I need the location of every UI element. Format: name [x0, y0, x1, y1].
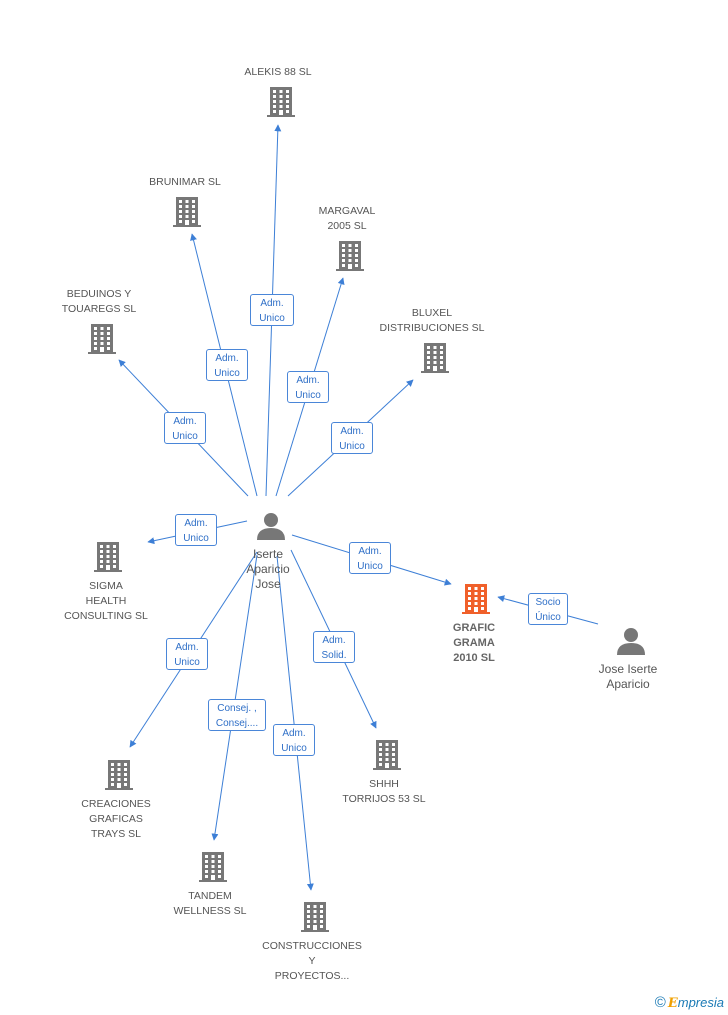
company-label-construcciones[interactable]: CONSTRUCCIONES Y PROYECTOS... [262, 940, 362, 982]
building-icon-margaval[interactable] [336, 241, 364, 271]
edge-tandem [211, 554, 258, 841]
edge-label-grafic[interactable]: Adm. Unico [349, 542, 391, 574]
edge-construcciones [276, 555, 314, 891]
building-icon-grafic[interactable] [462, 584, 490, 614]
building-icon-sigma[interactable] [94, 542, 122, 572]
building-icon-alekis[interactable] [267, 87, 295, 117]
edge-label-alekis[interactable]: Adm. Unico [250, 294, 294, 326]
building-icon-brunimar[interactable] [173, 197, 201, 227]
edge-label-grafic[interactable]: Socio Único [528, 593, 568, 625]
company-label-alekis[interactable]: ALEKIS 88 SL [244, 66, 312, 78]
edge-label-tandem[interactable]: Consej. , Consej.... [208, 699, 266, 731]
footer-brand[interactable]: ©Empresia [655, 994, 724, 1011]
person-icon-other[interactable] [617, 628, 645, 655]
edge-label-creaciones[interactable]: Adm. Unico [166, 638, 208, 670]
edge-label-shhh[interactable]: Adm. Solid. [313, 631, 355, 663]
building-icon-tandem[interactable] [199, 852, 227, 882]
copyright-symbol: © [654, 994, 666, 1011]
building-icon-creaciones[interactable] [105, 760, 133, 790]
company-label-sigma[interactable]: SIGMA HEALTH CONSULTING SL [64, 580, 148, 622]
company-label-beduinos[interactable]: BEDUINOS Y TOUAREGS SL [61, 288, 137, 315]
building-icon-construcciones[interactable] [301, 902, 329, 932]
company-label-shhh[interactable]: SHHH TORRIJOS 53 SL [342, 778, 426, 805]
building-icon-beduinos[interactable] [88, 324, 116, 354]
edge-label-brunimar[interactable]: Adm. Unico [206, 349, 248, 381]
edge-label-bluxel[interactable]: Adm. Unico [331, 422, 373, 454]
edge-label-construcciones[interactable]: Adm. Unico [273, 724, 315, 756]
company-label-creaciones[interactable]: CREACIONES GRAFICAS TRAYS SL [81, 798, 151, 840]
company-label-margaval[interactable]: MARGAVAL 2005 SL [318, 205, 376, 232]
building-icon-bluxel[interactable] [421, 343, 449, 373]
edge-label-sigma[interactable]: Adm. Unico [175, 514, 217, 546]
edge-label-margaval[interactable]: Adm. Unico [287, 371, 329, 403]
edge-label-beduinos[interactable]: Adm. Unico [164, 412, 206, 444]
company-label-tandem[interactable]: TANDEM WELLNESS SL [173, 890, 247, 917]
building-icon-shhh[interactable] [373, 740, 401, 770]
brand-logo-initial: E [667, 996, 678, 1011]
company-label-grafic[interactable]: GRAFIC GRAMA 2010 SL [452, 622, 496, 664]
person-label-center[interactable]: Iserte Aparicio Jose [246, 547, 290, 591]
nodes-layer [88, 87, 645, 932]
person-icon-center[interactable] [257, 513, 285, 540]
edges-layer [118, 124, 599, 891]
company-label-bluxel[interactable]: BLUXEL DISTRIBUCIONES SL [379, 307, 485, 334]
brand-name: mpresia [677, 995, 724, 1010]
company-label-brunimar[interactable]: BRUNIMAR SL [149, 176, 221, 188]
person-label-other[interactable]: Jose Iserte Aparicio [598, 662, 658, 691]
